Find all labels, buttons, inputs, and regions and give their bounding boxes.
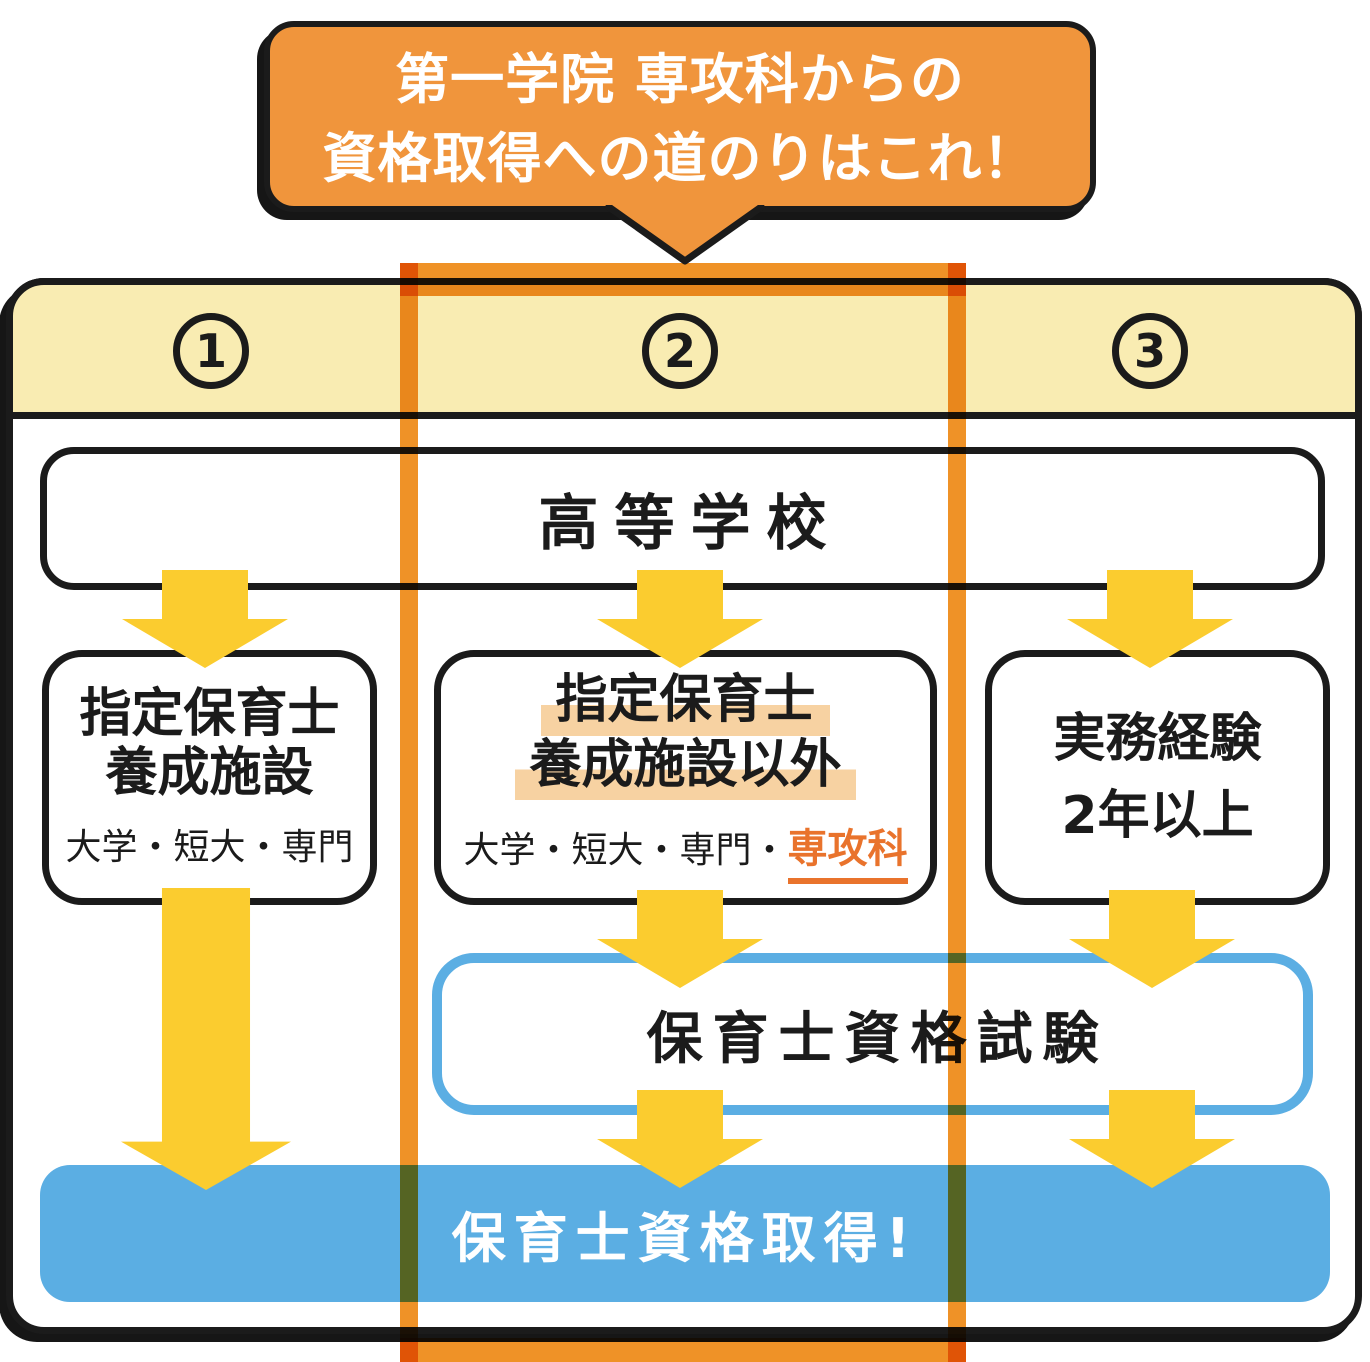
circle-number-3-icon: 3 [1112, 313, 1188, 389]
result-bar: 保育士資格取得! [40, 1165, 1330, 1302]
bubble-line1: 第一学院 専攻科からの [395, 48, 965, 112]
col1-subtitle: 大学・短大・専門 [65, 826, 354, 868]
work-experience-box: 実務経験 2年以上 [985, 650, 1330, 905]
non-designated-facility-box: 指定保育士 養成施設以外 大学・短大・専門・専攻科 [434, 650, 937, 905]
step-3-number: 3 [1133, 324, 1166, 378]
speech-bubble-tail-icon [603, 205, 767, 265]
col2-subtitle-senkoka: 専攻科 [787, 816, 908, 884]
exam-label: 保育士資格試験 [646, 1006, 1109, 1072]
high-school-box: 高等学校 [40, 447, 1325, 590]
high-school-label: 高等学校 [538, 489, 843, 559]
bubble-line2: 資格取得への道のりはこれ！ [322, 126, 1038, 190]
column2-highlight-frame-bottom [400, 1338, 966, 1362]
col1-title-line1: 指定保育士 [79, 684, 340, 745]
speech-bubble: 第一学院 専攻科からの 資格取得への道のりはこれ！ [264, 21, 1096, 212]
result-label: 保育士資格取得! [451, 1207, 919, 1270]
col2-title-line1: 指定保育士 [541, 671, 830, 736]
column2-highlight-frame-right [948, 263, 966, 1362]
step-2-number: 2 [663, 324, 696, 378]
col2-subtitle-prefix: 大学・短大・専門・ [463, 829, 788, 871]
exam-box: 保育士資格試験 [432, 953, 1313, 1115]
circle-number-1-icon: 1 [173, 313, 249, 389]
step-1-number: 1 [194, 324, 227, 378]
col2-title-line2: 養成施設以外 [515, 735, 856, 800]
col3-line2: 2年以上 [1061, 785, 1254, 846]
column2-highlight-frame-left [400, 263, 418, 1362]
circle-number-2-icon: 2 [642, 313, 718, 389]
col1-title-line2: 養成施設 [105, 742, 314, 803]
column2-highlight-frame-top [400, 263, 966, 296]
col3-line1: 実務経験 [1053, 709, 1262, 770]
designated-training-facility-box: 指定保育士 養成施設 大学・短大・専門 [42, 650, 377, 905]
